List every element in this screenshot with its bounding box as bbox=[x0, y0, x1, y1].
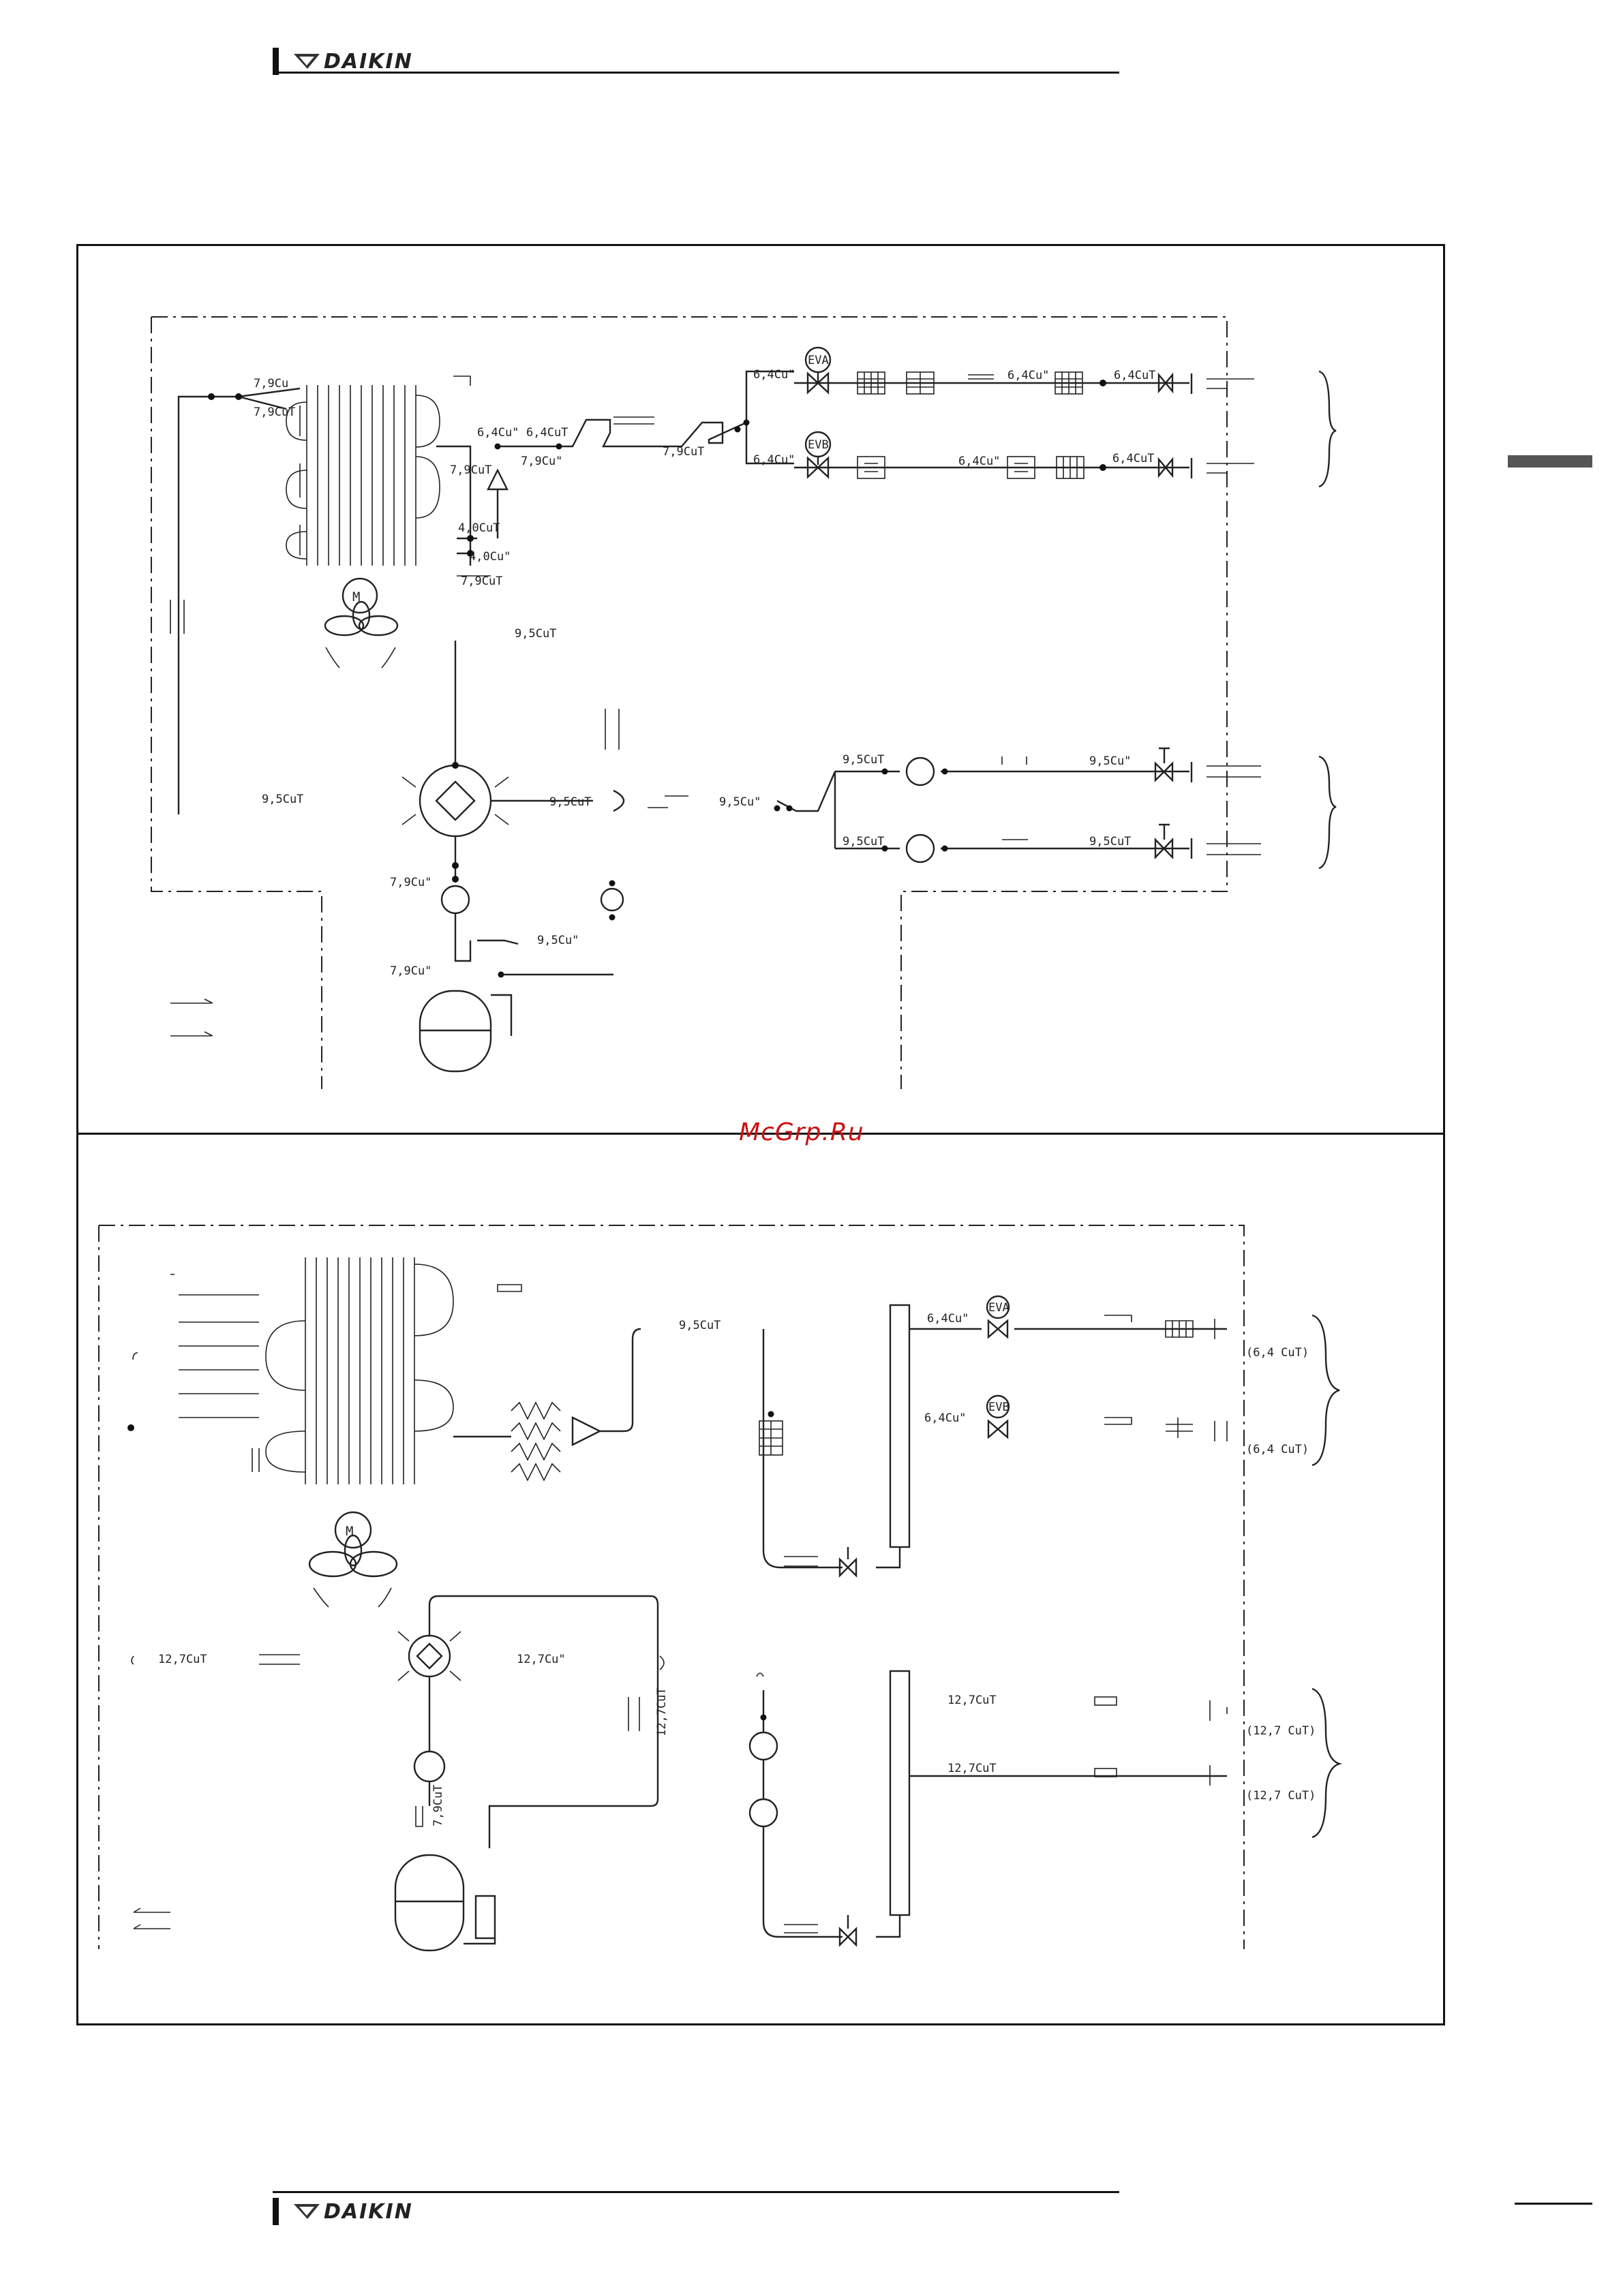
frame-divider bbox=[76, 1133, 1445, 1135]
pipe-label: 6,4Cu" bbox=[924, 1411, 966, 1425]
pipe-label: 6,4CuT bbox=[1114, 369, 1155, 382]
footer-logo-bar bbox=[273, 2198, 279, 2225]
flow-legend-arrows bbox=[170, 998, 213, 1037]
pipe-label: 7,9CuT bbox=[254, 405, 295, 419]
connection-label: (6,4 CuT) bbox=[1246, 1346, 1309, 1360]
pipe-label: 7,9Cu" bbox=[521, 455, 562, 468]
valve-label: EVB bbox=[988, 1400, 1010, 1414]
pipe-label: 9,5CuT bbox=[843, 835, 884, 848]
pipe-label: 9,5CuT bbox=[679, 1319, 721, 1332]
connection-label: (12,7 CuT) bbox=[1246, 1789, 1316, 1803]
connection-label: (6,4 CuT) bbox=[1246, 1443, 1309, 1456]
bottom-gas-brace bbox=[1311, 1687, 1343, 1839]
gas-connections-brace bbox=[1318, 755, 1337, 870]
expansion-valve-a: EVA bbox=[804, 346, 832, 395]
pipe-label: 7,9CuT bbox=[431, 1785, 445, 1826]
pipe-label: 9,5Cu" bbox=[1089, 754, 1131, 768]
bottom-fan-motor-icon: M bbox=[308, 1511, 398, 1608]
pipe-label: 12,7CuT bbox=[947, 1694, 997, 1707]
bottom-liquid-brace bbox=[1311, 1314, 1340, 1467]
capillary-tubes bbox=[511, 1401, 561, 1482]
pipe-label: 6,4Cu" bbox=[753, 453, 795, 467]
pipe-label: 7,9Cu" bbox=[390, 964, 431, 978]
pipe-label: 6,4Cu" bbox=[958, 455, 1000, 468]
top-piping-diagram: 7,9Cu 7,9CuT M 4,0CuT 4,0Cu" 7,9CuT 7,9C… bbox=[151, 316, 1337, 1089]
line-b-filters bbox=[857, 456, 1084, 479]
pipe-label: 6,4Cu" bbox=[1007, 369, 1049, 382]
pipe-label: 4,0Cu" bbox=[469, 550, 511, 564]
pipe-label: 6,4Cu" bbox=[927, 1312, 969, 1326]
valve-label: EVB bbox=[808, 438, 829, 452]
daikin-logo-icon bbox=[294, 2204, 320, 2219]
bottom-four-way-valve-icon bbox=[397, 1631, 461, 1681]
footer-brand: DAIKIN bbox=[324, 2199, 413, 2224]
pipe-label: 9,5CuT bbox=[549, 795, 591, 809]
liquid-connections-brace bbox=[1318, 370, 1337, 488]
connection-label: (12,7 CuT) bbox=[1246, 1724, 1316, 1738]
diagram-frame bbox=[76, 244, 1445, 2025]
expansion-valve-b: EVB bbox=[804, 431, 832, 479]
pipe-label: 4,0CuT bbox=[458, 521, 500, 535]
pipe-label: 7,9CuT bbox=[663, 445, 704, 459]
valve-label: EVA bbox=[988, 1301, 1010, 1315]
pipe-label: 7,9Cu bbox=[254, 377, 288, 391]
bottom-piping-diagram: 9,5CuT M 6,4Cu" EVA (6,4 CuT) 6,4Cu" bbox=[98, 1225, 1343, 1952]
pipe-label: 7,9Cu" bbox=[390, 876, 431, 889]
header-brand: DAIKIN bbox=[324, 49, 413, 74]
bottom-condenser-coil bbox=[170, 1257, 454, 1484]
pipe-label: 9,5Cu" bbox=[537, 934, 579, 947]
valve-label: EVA bbox=[808, 354, 829, 367]
pipe-label: 9,5CuT bbox=[515, 627, 556, 641]
pipe-label: 9,5CuT bbox=[1089, 835, 1131, 848]
pipe-label: 12,7CuT bbox=[947, 1762, 997, 1775]
pipe-label: 12,7CuT bbox=[655, 1687, 669, 1736]
page-number-rule bbox=[1515, 2203, 1592, 2205]
svg-text:M: M bbox=[346, 1524, 353, 1539]
svg-text:M: M bbox=[352, 590, 360, 604]
bottom-unit-outline bbox=[98, 1225, 1245, 1949]
bottom-flow-legend-arrows bbox=[133, 1908, 170, 1929]
pipe-label: 6,4CuT bbox=[1112, 452, 1154, 465]
pipe-label: 9,5CuT bbox=[262, 793, 303, 806]
condenser-coil bbox=[286, 385, 440, 566]
watermark: McGrp.Ru bbox=[739, 1118, 864, 1146]
pipe-label: 12,7Cu" bbox=[517, 1653, 566, 1666]
footer-logo: DAIKIN bbox=[273, 2198, 413, 2225]
pipe-label: 6,4Cu" bbox=[753, 368, 795, 382]
pipe-label: 6,4Cu" bbox=[477, 426, 519, 440]
pipe-label: 7,9CuT bbox=[450, 463, 491, 477]
section-tab-marker bbox=[1508, 455, 1592, 468]
header-logo-bar bbox=[273, 48, 279, 75]
header-rule bbox=[273, 72, 1119, 74]
fan-motor-icon: M bbox=[324, 577, 399, 669]
daikin-logo-icon bbox=[294, 54, 320, 69]
bottom-expansion-valve-b: EVB bbox=[986, 1394, 1010, 1439]
bottom-expansion-valve-a: EVA bbox=[986, 1295, 1010, 1339]
pipe-label: 12,7CuT bbox=[158, 1653, 207, 1666]
pipe-label: 7,9CuT bbox=[461, 575, 502, 588]
top-unit-outline bbox=[151, 316, 1228, 1089]
line-a-filters bbox=[857, 371, 1083, 395]
pipe-label: 9,5CuT bbox=[843, 753, 884, 767]
pipe-label: 6,4CuT bbox=[526, 426, 568, 440]
header-logo: DAIKIN bbox=[273, 48, 413, 75]
bottom-accumulator-icon bbox=[394, 1854, 465, 1952]
footer-rule bbox=[273, 2191, 1119, 2193]
pipe-label: 9,5Cu" bbox=[719, 795, 761, 809]
